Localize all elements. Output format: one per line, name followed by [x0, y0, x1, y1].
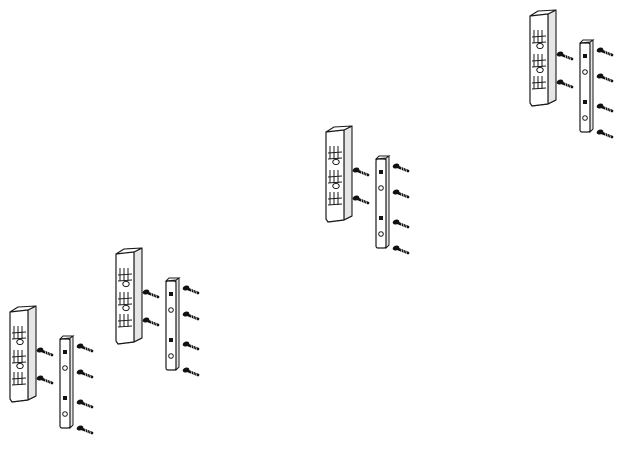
strip-part: [164, 277, 181, 372]
screw-part: [352, 167, 370, 177]
screw-part: [596, 47, 614, 57]
screw-part: [142, 289, 160, 299]
mounting-kit: [9, 305, 94, 435]
bracket-part: [9, 305, 37, 403]
strip-part: [374, 155, 391, 250]
screw-part: [76, 343, 94, 353]
mounting-kit: [115, 247, 200, 377]
screw-part: [182, 311, 200, 321]
screw-part: [392, 189, 410, 199]
strip-part: [578, 39, 595, 134]
screw-part: [182, 341, 200, 351]
mounting-kit: [529, 9, 614, 139]
strip-part: [58, 335, 75, 430]
bracket-part: [115, 247, 143, 345]
screw-part: [76, 369, 94, 379]
screw-part: [182, 285, 200, 295]
screw-part: [596, 103, 614, 113]
screw-part: [142, 317, 160, 327]
screw-part: [392, 245, 410, 255]
screw-part: [76, 399, 94, 409]
screw-part: [556, 51, 574, 61]
screw-part: [36, 375, 54, 385]
screw-part: [182, 367, 200, 377]
screw-part: [556, 79, 574, 89]
screw-part: [392, 219, 410, 229]
screw-part: [392, 163, 410, 173]
screw-part: [596, 129, 614, 139]
bracket-part: [529, 9, 557, 107]
bracket-part: [325, 125, 353, 223]
screw-part: [36, 347, 54, 357]
screw-part: [76, 425, 94, 435]
screw-part: [352, 195, 370, 205]
screw-part: [596, 73, 614, 83]
mounting-kit: [325, 125, 410, 255]
